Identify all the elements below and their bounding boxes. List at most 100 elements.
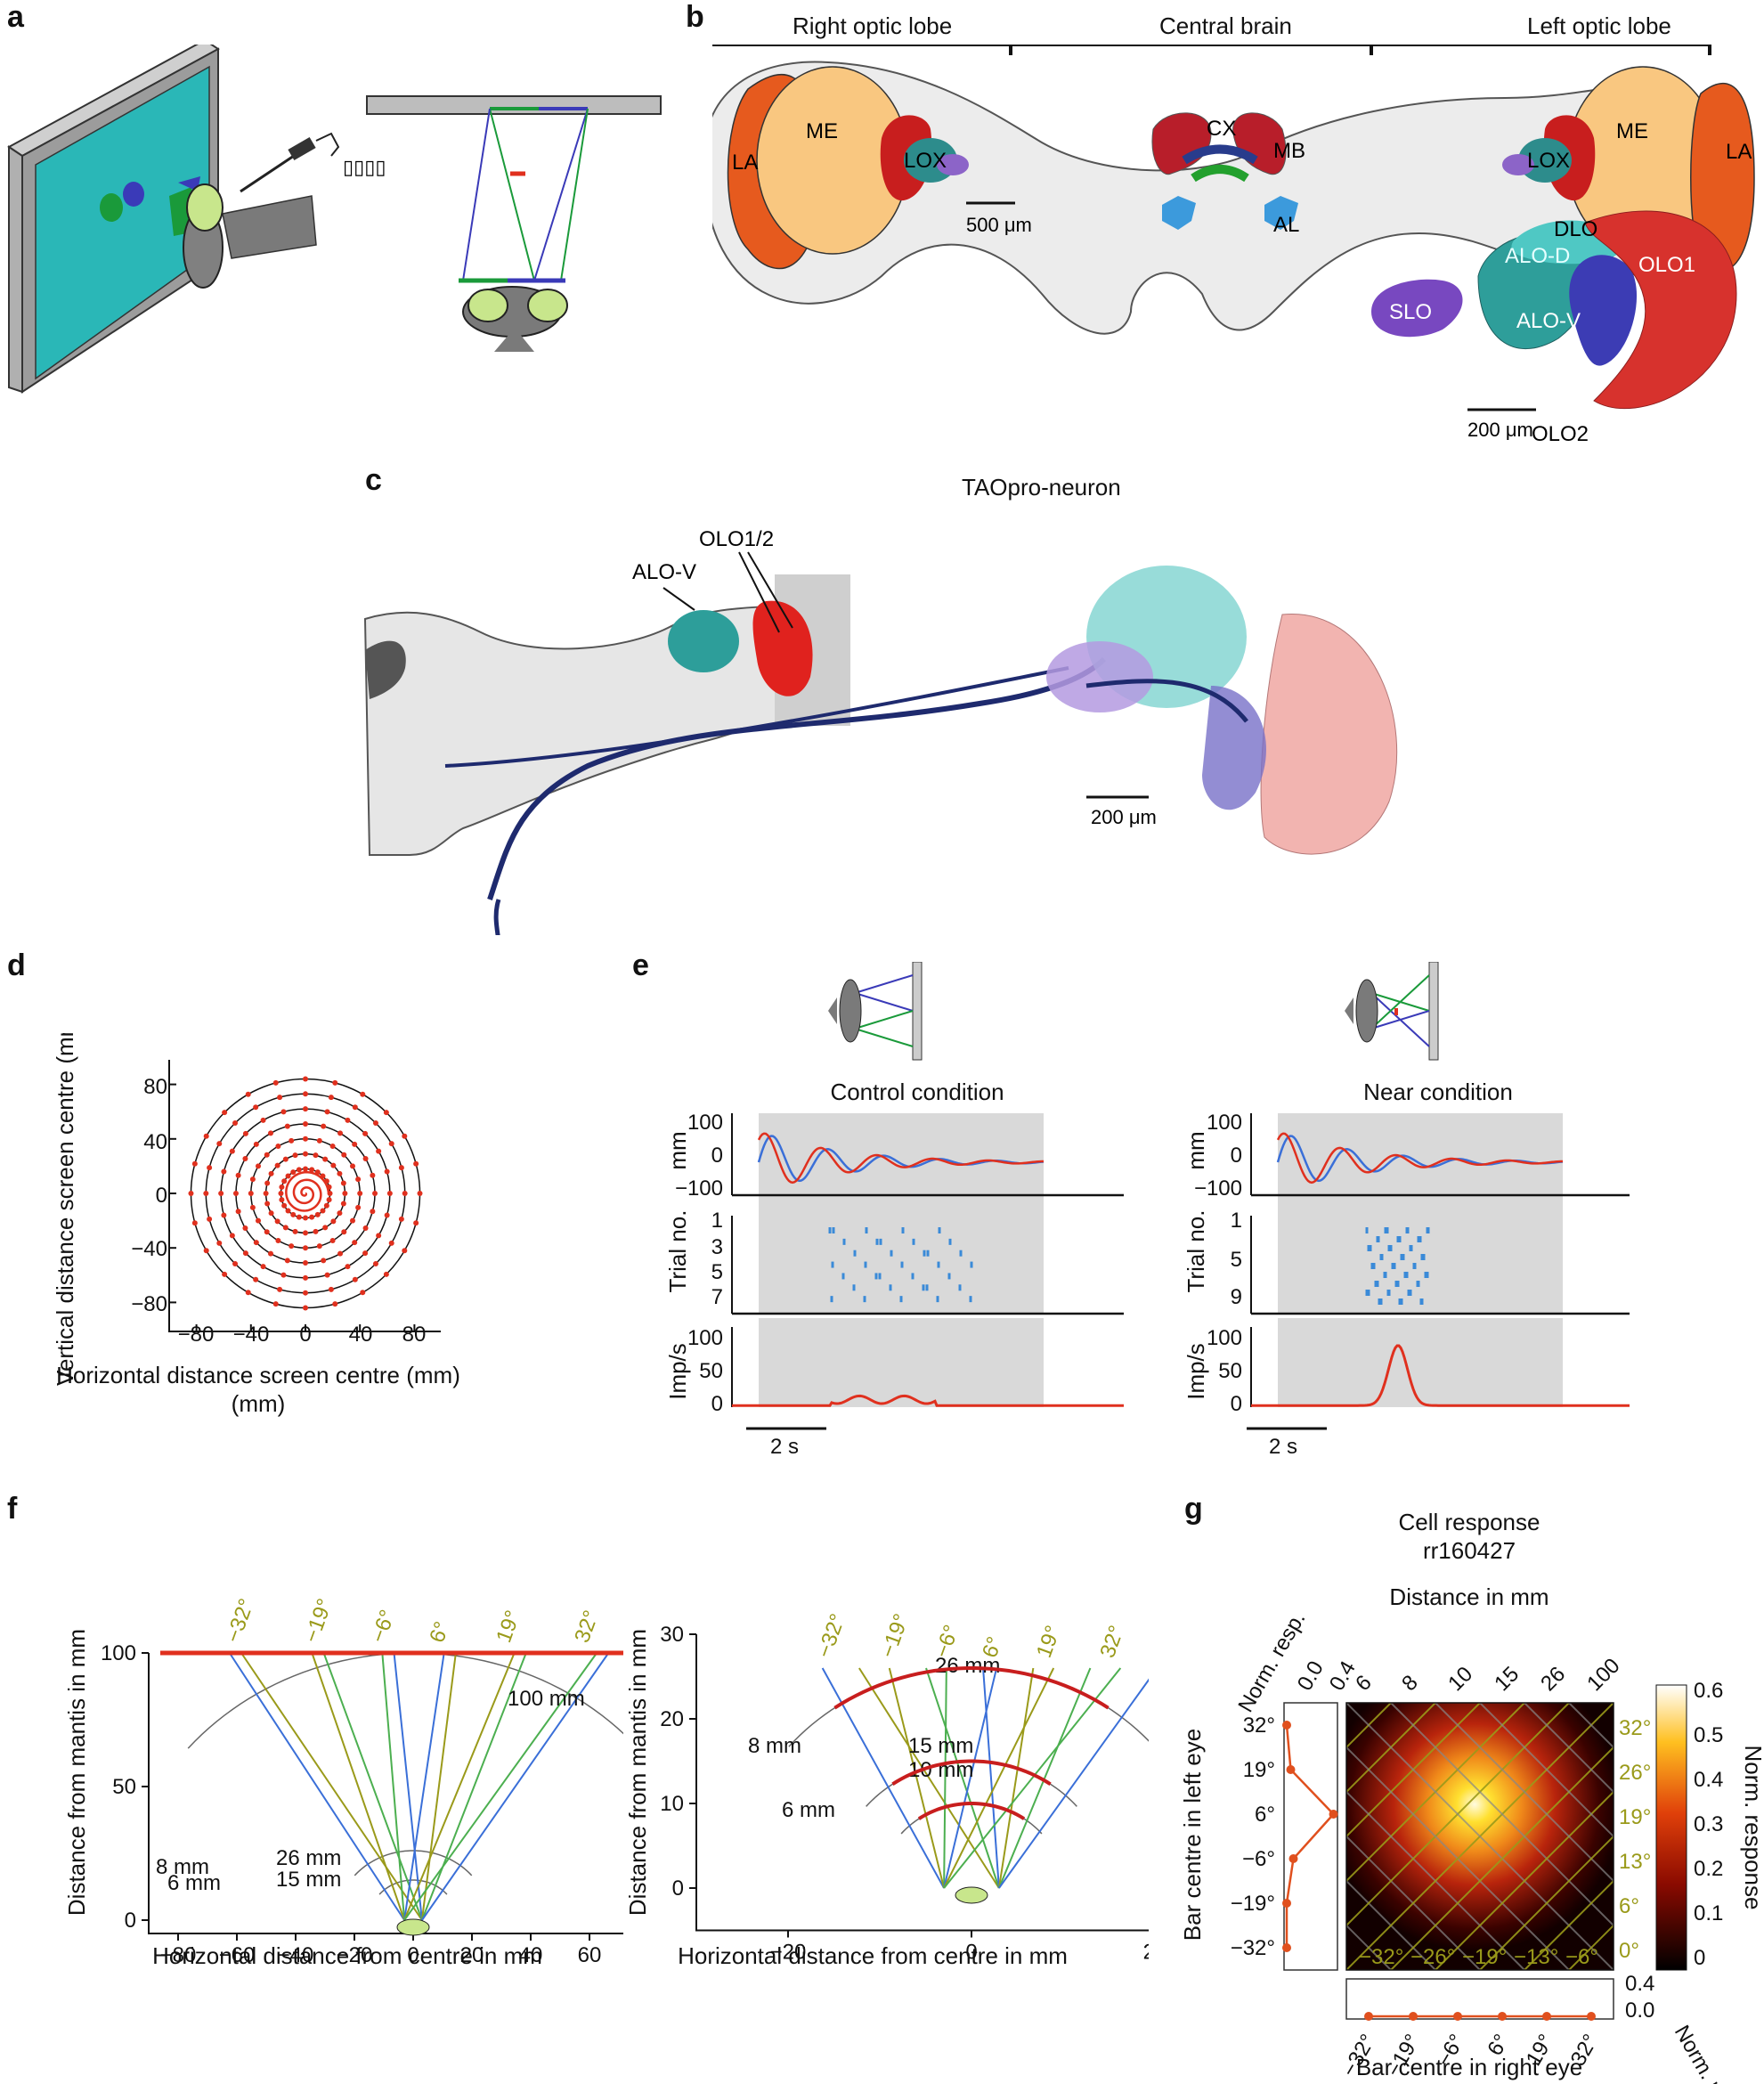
e-title-control: Control condition [830, 1079, 1004, 1105]
f-axis-lines [695, 1634, 1149, 1932]
f-right-plot: −20020403020100−32°−19°−6°6°19°32°26 mm1… [660, 1611, 1149, 1965]
spiral-point [362, 1250, 369, 1257]
spiral-point [229, 1148, 235, 1154]
spiral-point [337, 1250, 344, 1257]
e-ylabel-trial-near: Trial no. [1183, 1210, 1209, 1293]
g-top-tick: 26 [1536, 1662, 1570, 1696]
f-distance-label: 100 mm [508, 1687, 585, 1711]
g-bottom-side-label: Norm. resp. [1670, 2022, 1746, 2084]
g-title: Cell response [1399, 1509, 1540, 1535]
stimulus-dot-green [100, 193, 123, 222]
spiral-point [284, 1258, 290, 1264]
spiral-point [253, 1276, 259, 1282]
f-screen-arc [917, 1802, 1026, 1820]
spiral-point [272, 1301, 279, 1307]
g-bottom-point [1453, 2012, 1462, 2021]
olive-diagonal [1479, 1835, 1614, 1970]
spiral-point [282, 1156, 289, 1162]
spiral-point [322, 1156, 329, 1162]
spiral-point [284, 1123, 290, 1129]
spiral-axes [168, 1060, 441, 1332]
f-angle-label: 19° [492, 1608, 525, 1646]
d-ytick-3: −40 [131, 1237, 167, 1261]
spiral-point [268, 1210, 274, 1217]
olive-diagonal [1524, 1879, 1614, 1970]
f-sightline [858, 1667, 1000, 1889]
label-la-left: LA [732, 151, 758, 175]
f-ytick-label: 20 [660, 1707, 684, 1731]
spiral-point [357, 1191, 363, 1196]
schematic-control [828, 962, 923, 1061]
f2-xlabel: Horizontal distance from centre in mm [678, 1942, 1068, 1969]
f-distance-label: 8 mm [748, 1734, 801, 1758]
near-position-trace [1276, 1132, 1564, 1184]
spiral-point [376, 1233, 382, 1239]
spiral-point [218, 1191, 224, 1196]
g-bottom-point [1498, 2012, 1507, 2021]
spiral-point [207, 1165, 213, 1171]
spiral-point [263, 1191, 269, 1196]
f-distance-label: 6 mm [782, 1798, 835, 1822]
spiral-point [296, 1214, 302, 1220]
g-olive-right-tick: 13° [1619, 1850, 1651, 1874]
spiral-point [303, 1136, 308, 1142]
label-lox-left: LOX [904, 149, 947, 173]
spiral-point [242, 1130, 248, 1136]
e-ntick-pos-1: 0 [1231, 1144, 1242, 1168]
near-rate-trace [1251, 1344, 1630, 1407]
f-mantis-icon [396, 1918, 430, 1936]
g-olive-ticks-bottom: −32°−26°−19°−13°−6° [1359, 1945, 1598, 1969]
label-la-right: LA [1726, 140, 1752, 164]
d-ytick-2: 0 [156, 1184, 167, 1208]
spiral-point [417, 1191, 423, 1196]
spiral-point [207, 1216, 213, 1222]
g-olive-bottom-tick: −32° [1359, 1945, 1403, 1969]
spiral-point [235, 1172, 241, 1178]
f-sightline [420, 1652, 527, 1921]
near-stim-window-rate [1278, 1318, 1563, 1407]
g-olive-right-tick: 6° [1619, 1894, 1639, 1918]
f-sightline [982, 1667, 1000, 1889]
g-colorbar-label: Norm. response [1740, 1746, 1763, 1910]
d-xlabel-unit: (mm) [232, 1390, 286, 1417]
spiral-center [285, 1170, 330, 1212]
spiral-point [255, 1163, 261, 1169]
spiral-point [303, 1260, 308, 1266]
f-distance-label: 26 mm [276, 1846, 341, 1870]
region-central-brain: Central brain [1159, 12, 1292, 39]
spiral-point [309, 1167, 315, 1173]
f-screen-arc [891, 1759, 1052, 1786]
spiral-point [203, 1191, 209, 1196]
spiral-point [320, 1208, 326, 1214]
d-ytick-0: 80 [143, 1075, 167, 1099]
panel-label-e: e [632, 948, 649, 982]
spiral-point [352, 1141, 358, 1147]
e-ylabel-rate-near: Imp/s [1183, 1343, 1209, 1400]
e-ctick-tr-2: 5 [711, 1260, 723, 1284]
spiral-point [329, 1143, 336, 1149]
f-xtick-label: 0 [965, 1941, 977, 1965]
f-sightline [998, 1678, 1149, 1889]
mantis-body-icon [222, 195, 317, 259]
g-side-label-norm: Norm. resp. [1233, 1608, 1310, 1716]
spiral-point [216, 1141, 223, 1147]
f-distance-label: 15 mm [276, 1868, 341, 1892]
f-xtick-label: −20 [337, 1943, 373, 1967]
f-distance-label: 8 mm [156, 1855, 209, 1879]
g-colorbar-tick: 0.5 [1694, 1723, 1723, 1747]
spiral-point [221, 1168, 227, 1175]
d-xtick-4: 80 [402, 1323, 427, 1347]
f-ytick-label: 50 [112, 1775, 136, 1799]
g-ytick: 19° [1243, 1758, 1275, 1782]
spiral-point [402, 1133, 408, 1139]
spiral-point [267, 1130, 273, 1136]
g-ytick: −19° [1231, 1892, 1275, 1916]
spiral-point [203, 1248, 209, 1254]
d-xtick-0: −80 [178, 1323, 215, 1347]
spiral-point [232, 1191, 239, 1196]
g-ytick: 32° [1243, 1714, 1275, 1738]
spiral-point [275, 1143, 281, 1149]
gray-diagonal [1479, 1703, 1614, 1838]
gray-diagonal [1390, 1703, 1614, 1927]
panel-b-brain-anatomy: LA ME LOX 500 μm CX MB AL LOX ME LA DLO … [712, 45, 1755, 446]
